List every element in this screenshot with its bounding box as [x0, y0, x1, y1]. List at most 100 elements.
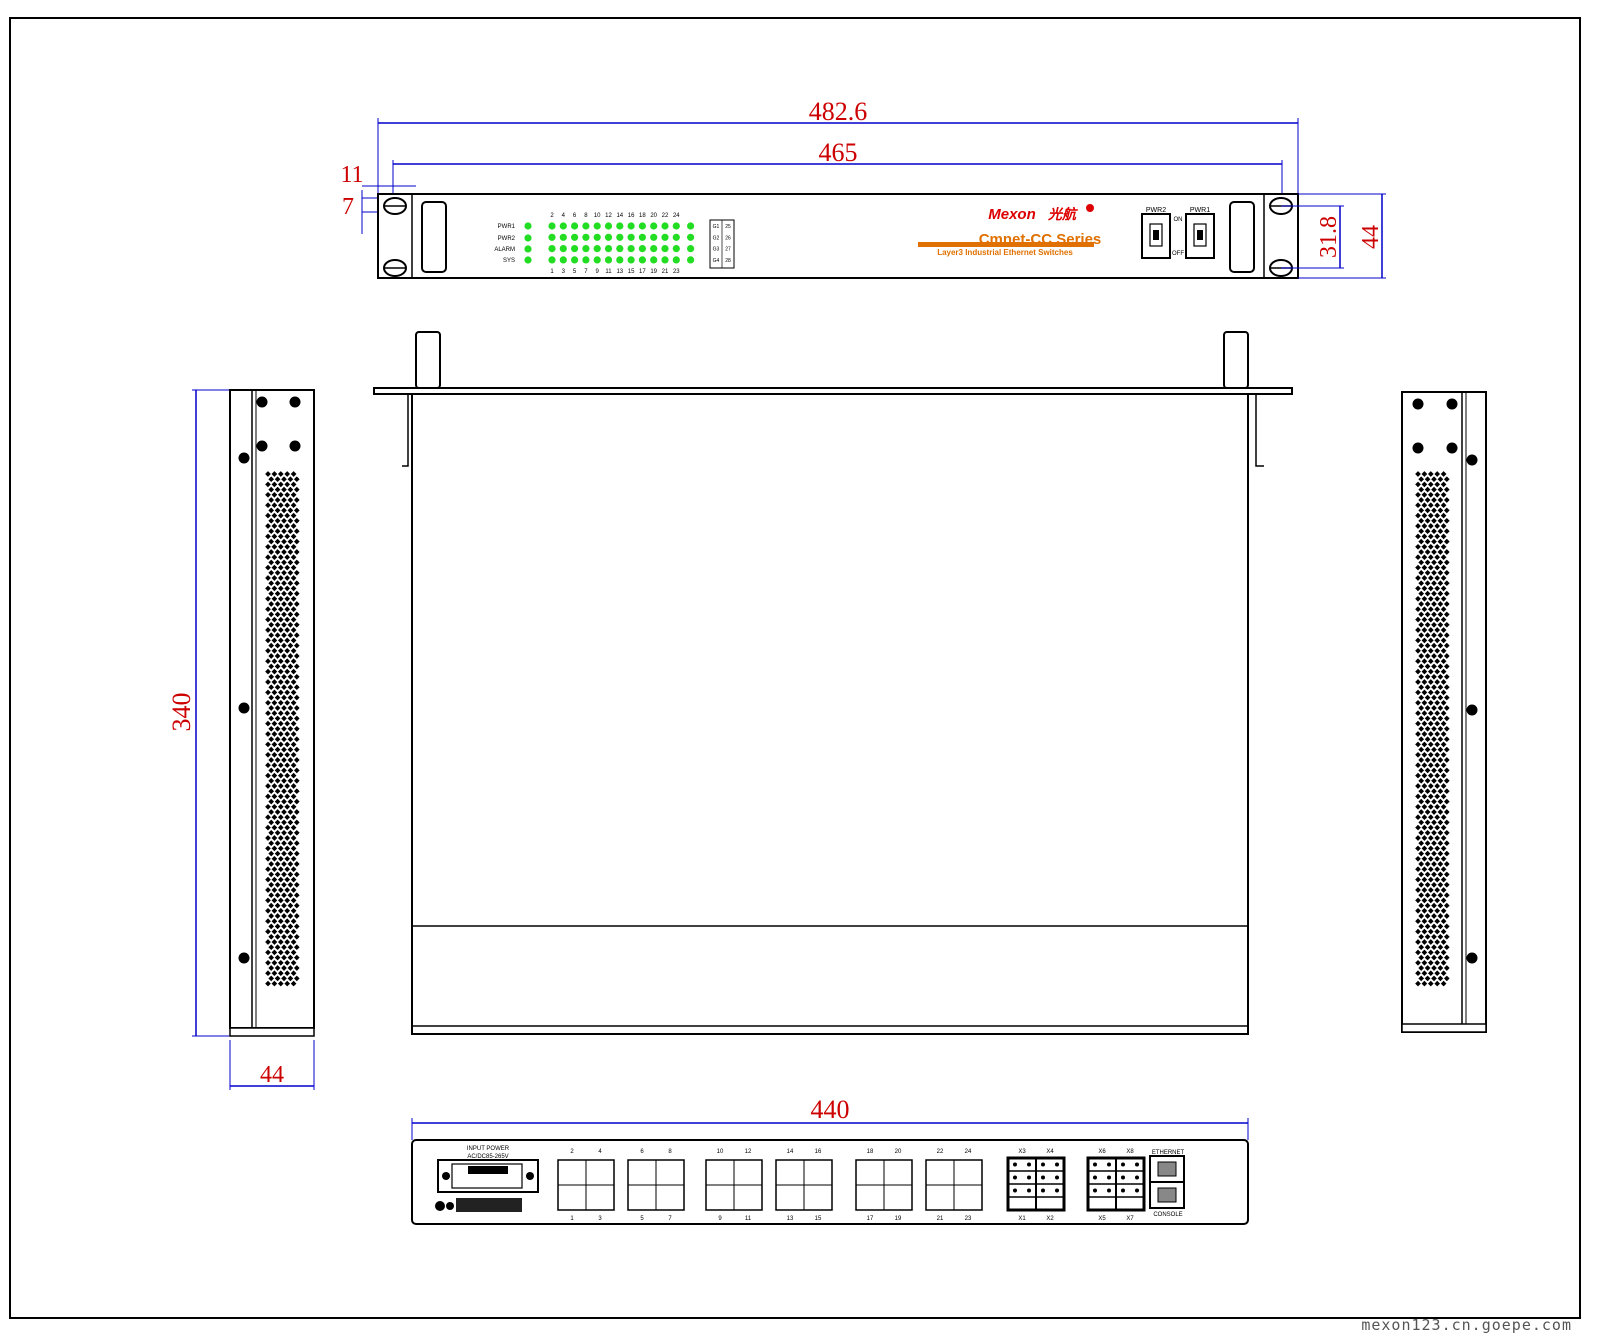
vent-hole — [1431, 715, 1437, 722]
vent-hole — [1437, 476, 1444, 483]
vent-hole — [1427, 689, 1434, 696]
vent-hole — [284, 855, 291, 862]
vent-hole — [265, 939, 271, 945]
vent-hole — [268, 975, 275, 982]
vent-hole — [268, 881, 275, 888]
vent-hole — [1421, 564, 1428, 571]
status-led-icon — [524, 256, 532, 264]
vent-hole — [1418, 829, 1425, 836]
vent-hole — [1440, 876, 1447, 883]
top-chassis-body — [411, 393, 1249, 1035]
vent-hole — [271, 803, 278, 810]
vent-hole — [287, 923, 294, 930]
vent-hole — [1424, 705, 1431, 711]
vent-hole — [1415, 876, 1421, 883]
screw-hole-icon — [238, 952, 250, 964]
vent-hole — [1418, 757, 1425, 763]
vent-hole — [284, 939, 291, 945]
vent-hole — [1424, 621, 1431, 628]
vent-hole — [1434, 616, 1441, 623]
vent-hole — [1418, 746, 1425, 753]
vent-hole — [1427, 585, 1434, 592]
vent-hole — [287, 517, 294, 524]
vent-hole — [293, 829, 300, 836]
rear-port-number: 16 — [815, 1149, 822, 1155]
vent-hole — [1440, 845, 1447, 852]
vent-hole — [1424, 913, 1431, 919]
vent-hole — [1427, 627, 1434, 633]
port-number-label: 10 — [594, 213, 601, 219]
vent-hole — [1434, 824, 1441, 831]
vent-hole — [1431, 611, 1437, 618]
vent-hole — [1424, 642, 1431, 649]
vent-hole — [290, 845, 297, 852]
vent-hole — [1424, 497, 1431, 503]
vent-hole — [1440, 772, 1447, 779]
left-side-view: 340 44 — [167, 389, 315, 1090]
vent-hole — [277, 824, 284, 831]
vent-hole — [1434, 606, 1441, 613]
brand-logo-cn: 光航 — [1047, 206, 1078, 223]
vent-hole — [265, 647, 271, 654]
vent-hole — [1421, 699, 1428, 706]
vent-hole — [284, 845, 291, 852]
rear-port-number: 2 — [570, 1149, 574, 1155]
vent-hole — [284, 533, 291, 540]
vent-hole — [1440, 491, 1447, 498]
vent-hole — [1431, 829, 1437, 836]
vent-hole — [1415, 689, 1421, 696]
vent-hole — [1424, 819, 1431, 826]
vent-hole — [293, 590, 300, 597]
vent-hole — [1437, 809, 1444, 815]
vent-hole — [265, 710, 271, 717]
vent-hole — [290, 762, 297, 769]
vent-hole — [1443, 517, 1450, 524]
screw-hole-icon — [1466, 454, 1478, 466]
vent-hole — [287, 538, 294, 545]
vent-hole — [1421, 575, 1428, 581]
vent-hole — [290, 803, 297, 810]
vent-hole — [1431, 538, 1437, 545]
vent-hole — [1427, 918, 1434, 925]
vent-hole — [1440, 866, 1447, 873]
vent-hole — [284, 595, 291, 602]
vent-hole — [268, 642, 275, 649]
vent-hole — [1421, 585, 1428, 592]
vent-hole — [1424, 725, 1431, 732]
vent-hole — [1424, 673, 1431, 680]
vent-hole — [1437, 788, 1444, 795]
vent-hole — [1431, 923, 1437, 930]
vent-hole — [277, 512, 284, 519]
vent-hole — [1418, 819, 1425, 826]
vent-hole — [290, 959, 297, 966]
vent-hole — [1415, 699, 1421, 706]
vent-hole — [281, 476, 287, 483]
vent-hole — [1434, 575, 1441, 581]
port-number-label: 1 — [550, 269, 554, 275]
vent-hole — [293, 476, 300, 483]
vent-hole — [1427, 803, 1434, 810]
vent-hole — [274, 476, 281, 483]
switch-label-pwr1: PWR1 — [1190, 207, 1210, 214]
screw-hole-icon — [1446, 442, 1458, 454]
vent-hole — [1434, 668, 1441, 675]
vent-hole — [265, 803, 271, 810]
vent-hole — [277, 585, 284, 592]
vent-hole — [277, 564, 284, 571]
vent-hole — [1437, 715, 1444, 722]
vent-hole — [1415, 564, 1421, 571]
vent-hole — [293, 746, 300, 753]
dim-hole-size: 7 — [342, 194, 354, 220]
vent-hole — [287, 975, 294, 982]
vent-hole — [1424, 933, 1431, 940]
vent-hole — [271, 699, 278, 706]
vent-hole — [293, 569, 300, 576]
vent-hole — [265, 783, 271, 789]
vent-hole — [274, 507, 281, 514]
vent-hole — [1424, 538, 1431, 545]
vent-hole — [277, 616, 284, 623]
rear-port-number: 8 — [668, 1149, 672, 1155]
rear-port-number: 6 — [640, 1149, 644, 1155]
rear-view: 440 INPUT POWER AC/DC85-265V 21436587109… — [411, 1095, 1249, 1225]
vent-hole — [1437, 611, 1444, 618]
